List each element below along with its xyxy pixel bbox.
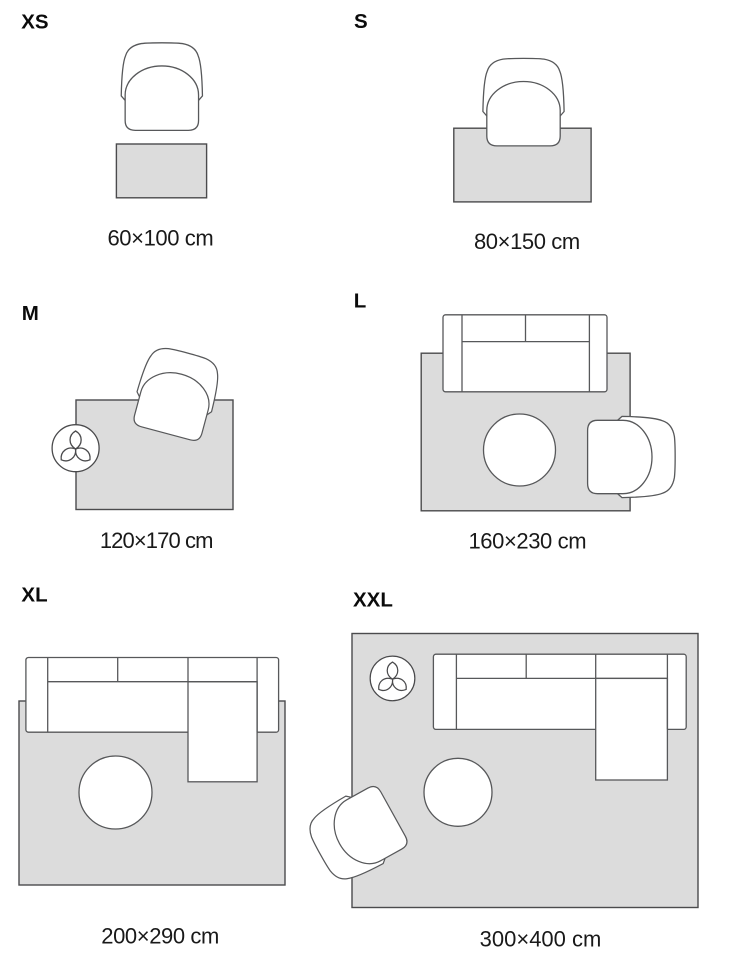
svg-text:XL: XL [21,583,47,606]
svg-text:80×150 cm: 80×150 cm [474,229,580,254]
svg-text:300×400 cm: 300×400 cm [480,926,602,951]
svg-text:120×170 cm: 120×170 cm [100,528,213,553]
svg-text:160×230 cm: 160×230 cm [468,528,586,553]
svg-text:L: L [354,290,367,313]
svg-text:XS: XS [21,10,48,33]
svg-text:200×290 cm: 200×290 cm [101,923,219,948]
svg-text:M: M [22,302,39,325]
svg-text:60×100 cm: 60×100 cm [107,225,213,250]
svg-text:S: S [354,10,368,33]
svg-text:XXL: XXL [353,588,393,611]
